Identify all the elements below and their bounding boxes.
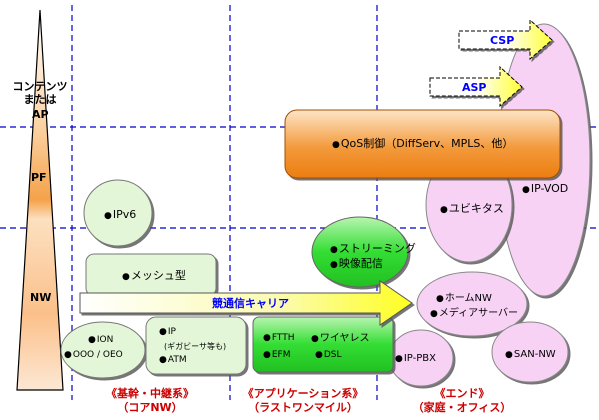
homenw-ellipse	[416, 271, 528, 337]
asp-arrow	[429, 65, 523, 108]
ipv6-label: ●IPv6	[104, 208, 137, 221]
sannw-text: SAN-NW	[513, 349, 556, 360]
category-app: 《アプリケーション系》 （ラストワンマイル）	[228, 387, 378, 415]
streaming-text: ストリーミング	[338, 242, 416, 255]
mesh-text: メッシュ型	[130, 269, 186, 282]
streaming-ellipse	[311, 216, 409, 288]
wireless-label: ●ワイヤレス	[311, 333, 370, 344]
qos-bar	[284, 109, 561, 179]
pyramid-top-line2: または	[23, 93, 57, 106]
category-app-line1: 《アプリケーション系》	[242, 387, 364, 400]
ip-label: ●IP	[159, 327, 176, 337]
carrier-label: 競通信キャリア	[212, 297, 289, 310]
category-core-line2: （コアNW）	[117, 401, 183, 414]
ubiquitous-text: ユビキタス	[448, 202, 504, 215]
ippbx-label: ●IP-PBX	[395, 353, 436, 364]
efm-label: ●EFM	[263, 350, 291, 360]
pyramid-ap-label: AP	[32, 108, 49, 121]
dsl-label: ●DSL	[315, 350, 342, 360]
pyramid-pf-label: PF	[31, 171, 47, 184]
category-core: 《基幹・中継系》 （コアNW）	[80, 387, 220, 415]
ubiquitous-label: ●ユビキタス	[440, 202, 504, 215]
streaming-label: ●ストリーミング	[330, 242, 416, 255]
video-label: ●映像配信	[330, 257, 383, 270]
ftth-label: ●FTTH	[263, 333, 295, 343]
mesh-label: ●メッシュ型	[122, 269, 186, 282]
ion-label: ●ION	[88, 335, 114, 345]
homenw-label: ●ホームNW	[436, 293, 492, 304]
ion-text: ION	[96, 335, 114, 345]
ipvod-label: ●IP-VOD	[522, 182, 569, 195]
ip-box	[145, 316, 247, 375]
grid-lines	[0, 5, 599, 400]
csp-label: CSP	[490, 34, 515, 47]
ipv6-ellipse	[83, 179, 153, 247]
category-end-line2: （家庭・オフィス）	[412, 401, 512, 414]
asp-label: ASP	[462, 81, 487, 94]
media-label: ●メディアサーバー	[430, 308, 519, 319]
pyramid-top-label: コンテンツ または	[8, 80, 72, 106]
wireless-text: ワイヤレス	[319, 333, 370, 344]
pyramid-nw-label: NW	[30, 291, 52, 304]
ipvod-text: IP-VOD	[530, 182, 569, 195]
ip-text: IP	[167, 327, 176, 337]
category-core-line1: 《基幹・中継系》	[106, 387, 194, 400]
csp-arrow	[458, 18, 553, 61]
media-text: メディアサーバー	[438, 308, 519, 319]
efm-text: EFM	[271, 350, 291, 360]
pyramid-top-line1: コンテンツ	[12, 80, 68, 93]
category-end: 《エンド》 （家庭・オフィス）	[392, 387, 532, 415]
sannw-label: ●SAN-NW	[505, 349, 556, 360]
homenw-text: ホームNW	[444, 293, 492, 304]
atm-label: ●ATM	[159, 355, 187, 365]
ftth-text: FTTH	[271, 333, 295, 343]
dsl-text: DSL	[323, 350, 342, 360]
ipv6-text: IPv6	[112, 208, 137, 221]
ooo-text: OOO / OEO	[72, 350, 123, 360]
qos-text: QoS制御（DiffServ、MPLS、他）	[340, 137, 514, 150]
ip-note-label: (ギガビーサ等も)	[164, 342, 227, 351]
access-box	[252, 316, 394, 373]
atm-text: ATM	[167, 355, 187, 365]
carrier-arrow	[79, 280, 413, 326]
ippbx-text: IP-PBX	[403, 353, 436, 364]
ooo-label: ●OOO / OEO	[64, 350, 123, 360]
sannw-ellipse	[491, 321, 569, 383]
pyramid-shape	[16, 9, 64, 391]
video-text: 映像配信	[338, 257, 383, 270]
ion-ellipse	[60, 321, 146, 379]
category-app-line2: （ラストワンマイル）	[248, 401, 358, 414]
qos-label: ●QoS制御（DiffServ、MPLS、他）	[332, 137, 514, 150]
category-end-line1: 《エンド》	[434, 387, 490, 400]
